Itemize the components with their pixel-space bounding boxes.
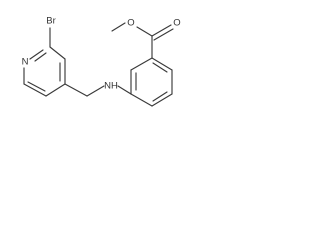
benzene-bond-3-4 — [151, 57, 173, 71]
pyridine-bond-c2-c3 — [49, 46, 66, 60]
pyridine-ring — [23, 27, 66, 97]
bond-ester-o-methyl — [111, 22, 126, 32]
bond-ch2-nh — [86, 85, 105, 97]
bond-carbonyl-double-b — [153, 28, 174, 41]
methylene-linker — [64, 83, 132, 97]
atom-label-ring-n: N — [22, 57, 29, 68]
benzene-double-3-4 — [152, 62, 168, 73]
pyridine-double-n-c2 — [34, 52, 47, 62]
atom-label-carbonyl-o: O — [173, 18, 180, 29]
bond-nh-aryl — [117, 85, 132, 95]
bond-c4-ch2 — [64, 83, 88, 97]
structure-diagram: Br N NH O O — [0, 0, 205, 153]
bond-carbonyl-ester-o — [136, 26, 153, 37]
molecule-drawing: Br N NH O O — [22, 16, 181, 107]
atom-label-nh: NH — [104, 81, 118, 92]
pyridine-double-c5-c6 — [27, 81, 46, 92]
pyridine-bond-n-c2 — [29, 49, 44, 60]
methyl-ester-group — [111, 22, 174, 59]
benzene-bond-5-6 — [151, 93, 173, 107]
bond-carbonyl-double-a — [151, 24, 172, 37]
benzene-ring — [130, 57, 173, 107]
pyridine-bond-c5-c6 — [23, 83, 47, 97]
benzene-bond-6-1 — [130, 93, 153, 107]
atom-label-br: Br — [46, 16, 56, 27]
benzene-bond-2-3 — [130, 57, 153, 71]
pyridine-bond-c4-c5 — [45, 83, 66, 97]
atom-label-ester-o: O — [127, 18, 134, 29]
benzene-double-5-6 — [152, 91, 168, 102]
atom-labels: Br N NH O O — [22, 16, 181, 92]
